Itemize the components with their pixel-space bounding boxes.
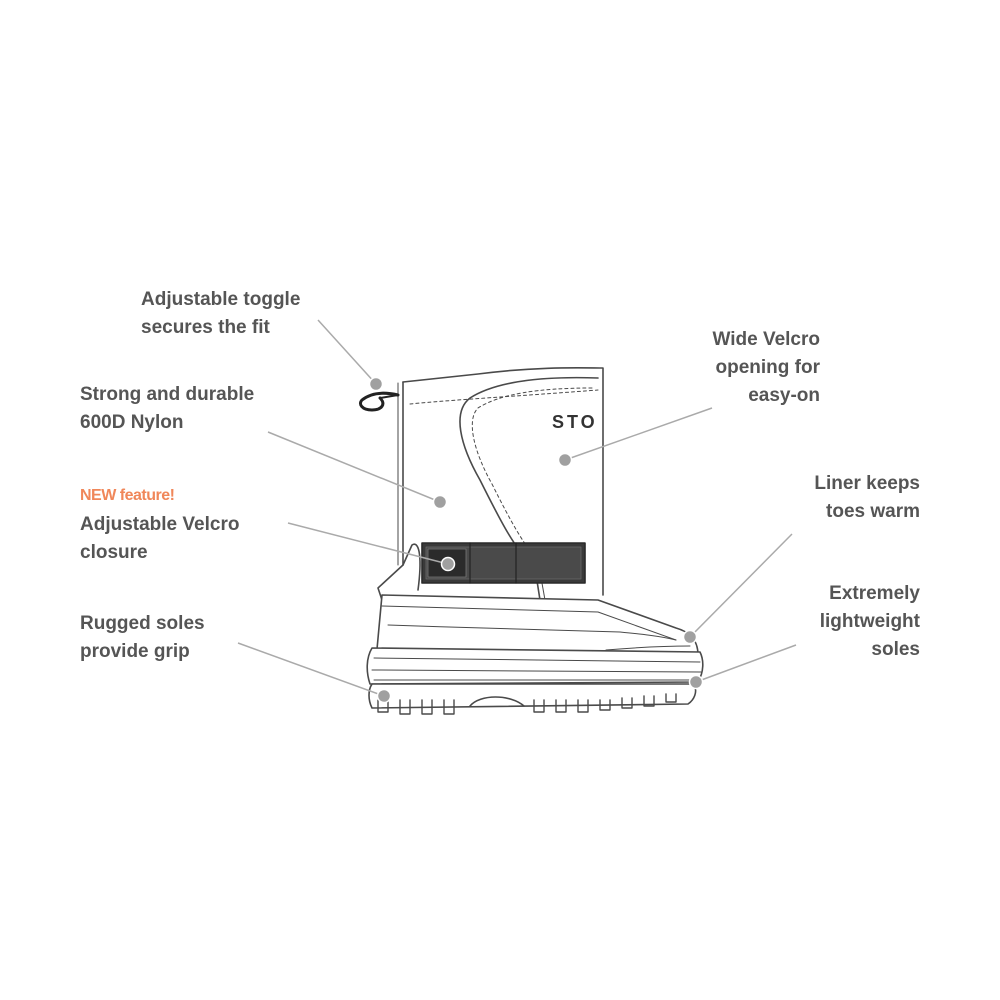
callout-nylon-line-1: Strong and durable (80, 384, 255, 405)
midsole (366, 647, 704, 685)
callout-soles: Rugged soles provide grip (80, 610, 205, 666)
callout-lightweight-line-1: Extremely (829, 583, 920, 604)
lightweight-dot (688, 674, 704, 690)
callout-nylon: Strong and durable 600D Nylon (80, 381, 254, 437)
toggle-dot (368, 376, 384, 392)
callout-toggle-line-2: secures the fit (141, 317, 270, 338)
callout-strap-line-1: Adjustable Velcro (80, 514, 240, 535)
opening-dot (557, 452, 573, 468)
callout-nylon-line-2: 600D Nylon (80, 412, 184, 433)
callout-opening: Wide Velcro opening for easy-on (712, 326, 820, 410)
soles-dot (376, 688, 392, 704)
callout-liner-line-2: toes warm (826, 501, 920, 522)
boot-brand-text: STO (552, 412, 598, 432)
nylon-dot (432, 494, 448, 510)
callout-opening-line-3: easy-on (748, 385, 820, 406)
soles-leader (237, 642, 385, 697)
rubber-shell (375, 594, 699, 661)
boot-drawing: STO (358, 366, 704, 715)
callout-opening-line-2: opening for (715, 357, 820, 378)
callout-lightweight: Extremely lightweight soles (820, 580, 920, 664)
lightweight-leader (695, 644, 797, 683)
sole-arch (469, 696, 525, 707)
boot-shaft-back (402, 366, 604, 596)
callout-lightweight-line-3: soles (871, 639, 920, 660)
callout-liner: Liner keeps toes warm (814, 470, 920, 526)
outsole (368, 683, 697, 709)
callout-soles-line-1: Rugged soles (80, 613, 205, 634)
sole-lugs (377, 693, 677, 715)
callout-toggle: Adjustable toggle secures the fit (141, 286, 300, 342)
callout-dots (368, 376, 704, 704)
opening-leader (564, 407, 713, 461)
callout-opening-line-1: Wide Velcro (712, 329, 820, 350)
toggle-cord (358, 391, 400, 412)
callout-strap-line-2: closure (80, 542, 148, 563)
leader-lines (237, 319, 797, 697)
callout-liner-line-1: Liner keeps (814, 473, 920, 494)
nylon-leader (267, 431, 441, 503)
new-feature-badge: NEW feature! (80, 487, 175, 504)
callout-strap: Adjustable Velcro closure (80, 511, 239, 567)
callout-soles-line-2: provide grip (80, 641, 190, 662)
liner-dot (682, 629, 698, 645)
callout-toggle-line-1: Adjustable toggle (141, 289, 301, 310)
toggle-leader (317, 319, 377, 385)
liner-leader (689, 533, 793, 638)
strap-leader (287, 522, 449, 565)
callout-lightweight-line-2: lightweight (819, 611, 920, 632)
strap-dot (440, 556, 456, 572)
